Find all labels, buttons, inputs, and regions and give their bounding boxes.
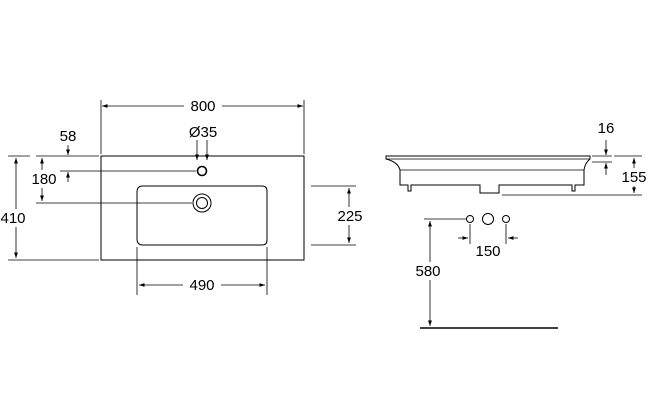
basin-profile: [385, 155, 591, 194]
drain-inner: [196, 197, 208, 209]
overall-height-label: 155: [621, 169, 646, 186]
tap-spout: [482, 213, 494, 225]
basin-outline: [100, 155, 305, 261]
mount-view: 150 580: [410, 213, 558, 329]
tap-offset-label: 58: [60, 128, 77, 145]
tap-hole-diameter-label: Ø35: [189, 124, 217, 141]
width-total-label: 800: [190, 98, 215, 115]
bowl-depth-label: 225: [337, 208, 362, 225]
mount-height-label: 580: [415, 263, 440, 280]
side-view: 16 155: [385, 120, 649, 196]
drain-outer: [192, 193, 212, 213]
depth-total-label: 410: [0, 210, 25, 227]
tap-spacing-label: 150: [475, 243, 500, 260]
bowl-width-label: 490: [189, 277, 214, 294]
tap-valve-left: [466, 215, 474, 223]
tap-hole: [196, 165, 208, 177]
tap-valve-right: [502, 215, 510, 223]
bowl-outline: [136, 185, 268, 246]
top-view: 800 Ø35 58 180 410 225 490: [0, 95, 366, 295]
drain-offset-label: 180: [31, 171, 56, 188]
rim-thickness-label: 16: [598, 120, 615, 137]
